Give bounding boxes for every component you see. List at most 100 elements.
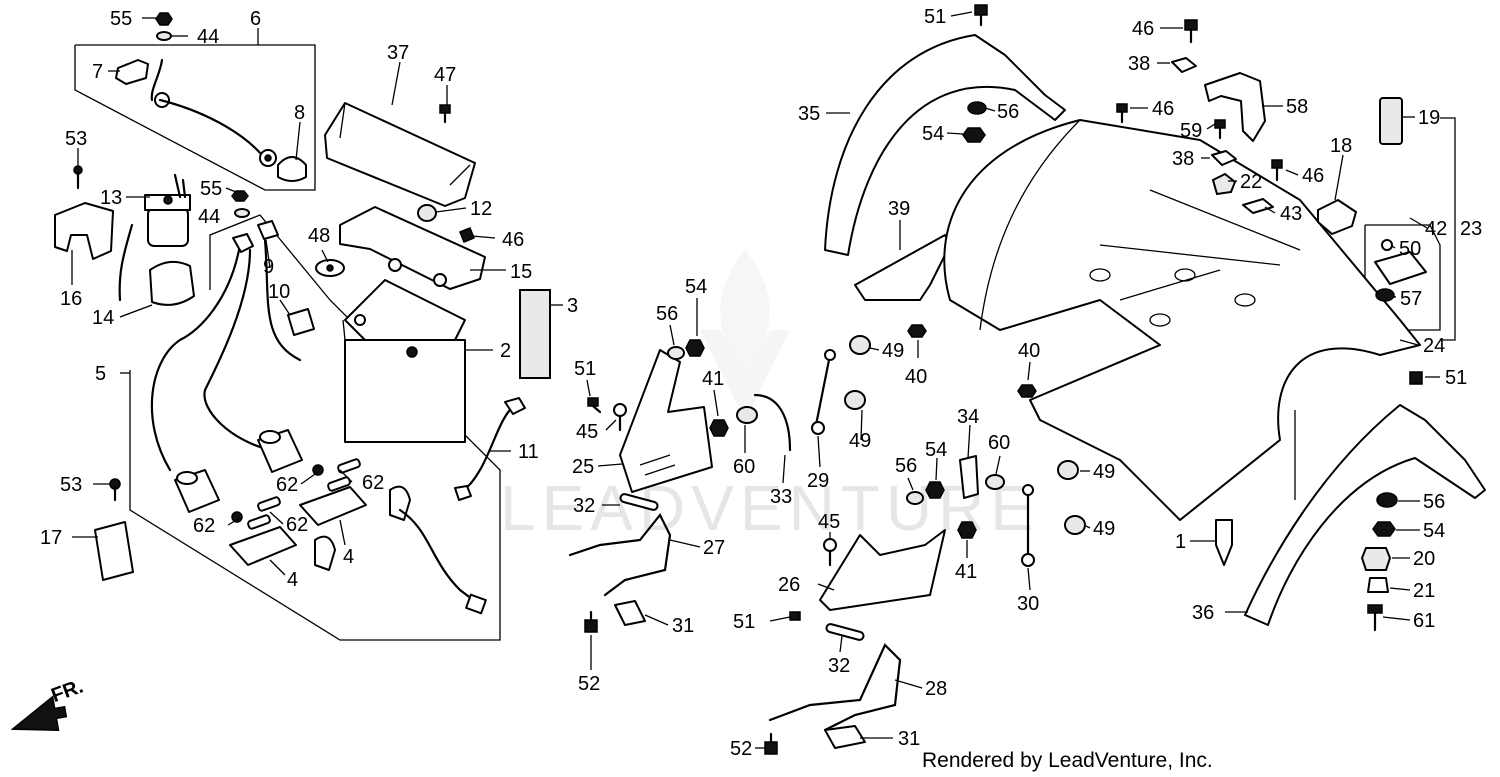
collar-60a [736,406,758,424]
callout-18: 18 [1330,135,1352,157]
grommet-49c [1057,460,1079,480]
group-outline-23 [1440,117,1456,341]
callout-36: 36 [1192,602,1214,624]
nut-41a [709,419,729,437]
callout-53: 53 [65,128,87,150]
grommet-12 [417,204,437,222]
callout-8: 8 [294,102,305,124]
callout-60: 60 [733,456,755,478]
mudguard-36 [1244,404,1486,626]
collar-21 [1367,577,1389,593]
bolt-51d [1409,371,1423,385]
callout-49: 49 [882,340,904,362]
callout-51: 51 [733,611,755,633]
nut-40b [1017,384,1037,398]
relay-bracket-16 [54,202,114,260]
callout-61: 61 [1413,610,1435,632]
holder-18 [1317,199,1357,235]
cable-11 [454,397,526,501]
plate-43 [1242,198,1274,214]
callout-labels: 55 44 6 7 8 53 13 55 44 16 14 5 9 10 37 … [40,6,1482,760]
callout-34: 34 [957,406,979,428]
nut-55a [155,12,173,26]
callout-46: 46 [1132,18,1154,40]
reflector-19 [1379,97,1403,145]
bolt-52b [764,732,778,755]
fuse-box-4a [299,485,487,615]
front-direction-arrow [10,695,68,731]
callout-62: 62 [193,515,215,537]
callout-59: 59 [1180,120,1202,142]
nut-54b [685,339,705,357]
callout-33: 33 [770,486,792,508]
stay-33 [753,393,792,452]
rod-29 [811,349,836,435]
callout-51: 51 [1445,367,1467,389]
callout-44: 44 [197,26,219,48]
callout-12: 12 [470,198,492,220]
callout-57: 57 [1400,288,1422,310]
callout-62: 62 [286,514,308,536]
grommet-49d [1064,515,1086,535]
stay-26 [819,529,946,611]
callout-9: 9 [263,256,274,278]
callout-25: 25 [572,456,594,478]
callout-21: 21 [1413,580,1435,602]
cap-1 [1215,519,1233,566]
bracket-31b [824,725,866,749]
callout-49: 49 [1093,518,1115,540]
screw-53a [73,165,83,190]
callout-15: 15 [510,261,532,283]
callout-46: 46 [502,229,524,251]
callout-31: 31 [672,615,694,637]
callout-23: 23 [1460,218,1482,240]
bolt-47 [439,104,451,124]
callout-3: 3 [567,295,578,317]
callout-4: 4 [343,546,354,568]
rod-30 [1021,484,1035,567]
callout-20: 20 [1413,548,1435,570]
callout-62: 62 [276,474,298,496]
callout-38: 38 [1172,148,1194,170]
callout-41: 41 [955,561,977,583]
nut-54c [925,481,945,499]
callout-5: 5 [95,363,106,385]
callout-17: 17 [40,527,62,549]
callout-55: 55 [110,8,132,30]
collar-56a [967,101,987,115]
callout-43: 43 [1280,203,1302,225]
leader-lines [71,11,1440,749]
callout-56: 56 [997,101,1019,123]
callout-54: 54 [685,276,707,298]
callout-38: 38 [1128,53,1150,75]
callout-27: 27 [703,537,725,559]
callout-10: 10 [268,281,290,303]
callout-11: 11 [518,441,539,463]
screw-50 [1381,239,1393,251]
terminal-cover-7 [115,59,149,85]
collar-57 [1375,288,1395,302]
nut-41b [957,521,977,539]
callout-35: 35 [798,103,820,125]
callout-51: 51 [574,358,596,380]
starter-relay-13 [144,173,191,247]
clip-38a [1171,57,1197,73]
callout-29: 29 [807,470,829,492]
callout-45: 45 [576,421,598,443]
bolt-51a [974,4,988,27]
clip-38b [1211,150,1237,166]
collar-56d [1376,492,1398,508]
nut-40a [907,324,927,338]
callout-47: 47 [434,64,456,86]
fuse-holder-lower [174,469,220,513]
stay-27 [568,512,672,597]
watermark-logo [700,250,790,420]
callout-62: 62 [362,472,384,494]
callout-50: 50 [1399,238,1421,260]
bolt-46b [1184,19,1198,44]
callout-52: 52 [578,673,600,695]
washer-44b [234,208,250,218]
stay-25 [619,349,713,493]
callout-40: 40 [1018,340,1040,362]
